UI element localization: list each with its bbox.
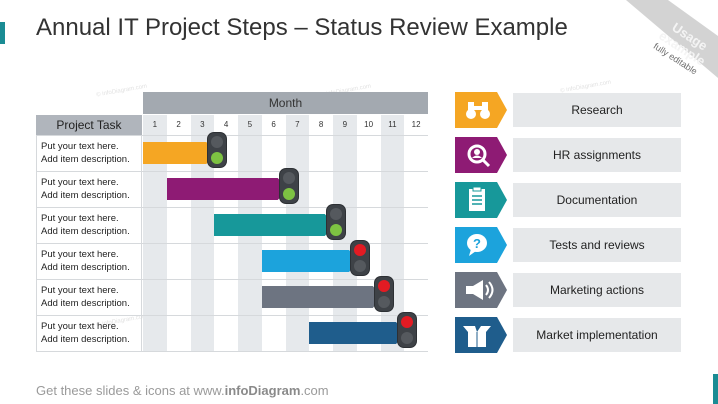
accent-tab-bottom (713, 374, 718, 404)
traffic-light-bottom-lamp (377, 296, 390, 308)
row-divider (36, 315, 428, 316)
task-label[interactable]: Put your text here.Add item description. (41, 321, 130, 346)
legend-item[interactable]: Documentation (455, 182, 681, 218)
traffic-light-top-lamp (330, 208, 342, 220)
gantt-bar[interactable] (261, 250, 359, 272)
task-text: Put your text here. (41, 141, 119, 152)
traffic-light (350, 241, 369, 275)
gantt-bar[interactable] (143, 142, 217, 164)
gantt-bar[interactable] (261, 286, 383, 308)
legend-label: Documentation (513, 183, 681, 217)
task-description: Add item description. (41, 297, 130, 309)
traffic-light (374, 277, 393, 311)
binoculars-icon (455, 92, 507, 128)
task-text: Put your text here. (41, 177, 119, 188)
row-divider (36, 171, 428, 172)
legend-item[interactable]: ? Tests and reviews (455, 227, 681, 263)
person-search-icon (455, 137, 507, 173)
task-text: Put your text here. (41, 213, 119, 224)
page-title: Annual IT Project Steps – Status Review … (36, 14, 568, 41)
month-header: Month (143, 92, 428, 114)
month-number: 3 (190, 115, 215, 135)
traffic-light-top-lamp (282, 172, 295, 184)
traffic-light-top-lamp (211, 136, 224, 148)
footer-prefix: Get these slides & icons at www. (36, 383, 225, 398)
task-label[interactable]: Put your text here.Add item description. (41, 213, 130, 238)
task-label[interactable]: Put your text here.Add item description. (41, 249, 130, 274)
traffic-light-bottom-lamp (282, 188, 295, 200)
traffic-light (208, 133, 227, 167)
traffic-light-bottom-lamp (353, 260, 366, 272)
task-header: Project Task (36, 115, 142, 135)
row-divider (36, 243, 428, 244)
traffic-light (327, 205, 345, 239)
legend-label: Marketing actions (513, 273, 681, 307)
task-text: Put your text here. (41, 249, 119, 260)
traffic-light-bottom-lamp (211, 152, 224, 164)
legend-item[interactable]: HR assignments (455, 137, 681, 173)
task-text: Put your text here. (41, 285, 119, 296)
month-number: 4 (214, 115, 238, 135)
traffic-light (398, 313, 417, 347)
traffic-light-bottom-lamp (330, 224, 342, 236)
task-description: Add item description. (41, 153, 130, 165)
task-text: Put your text here. (41, 321, 119, 332)
legend-item[interactable]: Market implementation (455, 317, 681, 353)
month-number: 11 (380, 115, 405, 135)
clipboard-icon (455, 182, 507, 218)
month-number: 8 (309, 115, 333, 135)
legend-item[interactable]: Marketing actions (455, 272, 681, 308)
legend-item[interactable]: Research (455, 92, 681, 128)
task-label[interactable]: Put your text here.Add item description. (41, 177, 130, 202)
month-number: 2 (166, 115, 191, 135)
month-number: 5 (238, 115, 262, 135)
legend-label: HR assignments (513, 138, 681, 172)
row-divider (36, 351, 428, 352)
month-number: 6 (261, 115, 286, 135)
task-description: Add item description. (41, 189, 130, 201)
traffic-light-top-lamp (377, 280, 390, 292)
row-divider (36, 207, 428, 208)
task-description: Add item description. (41, 333, 130, 345)
row-divider (36, 135, 428, 136)
month-number: 10 (356, 115, 381, 135)
month-number: 7 (285, 115, 310, 135)
gantt-bar[interactable] (214, 214, 335, 236)
traffic-light-bottom-lamp (401, 332, 414, 344)
legend-label: Tests and reviews (513, 228, 681, 262)
task-description: Add item description. (41, 225, 130, 237)
question-bubble-icon: ? (455, 227, 507, 263)
svg-text:?: ? (473, 236, 481, 251)
task-label[interactable]: Put your text here.Add item description. (41, 141, 130, 166)
footer-brand: infoDiagram (224, 383, 301, 398)
gantt-bar[interactable] (166, 178, 288, 200)
footer-suffix: .com (300, 383, 329, 398)
gantt-bar[interactable] (309, 322, 407, 344)
badge-band (626, 0, 718, 78)
month-number: 9 (333, 115, 357, 135)
traffic-light-top-lamp (401, 316, 414, 328)
task-label[interactable]: Put your text here.Add item description. (41, 285, 130, 310)
task-description: Add item description. (41, 261, 130, 273)
legend-label: Research (513, 93, 681, 127)
month-number: 1 (143, 115, 167, 135)
row-divider (36, 279, 428, 280)
usage-example-badge: Usage example fully editable (568, 0, 718, 80)
accent-tab-left (0, 22, 5, 44)
megaphone-icon (455, 272, 507, 308)
footer[interactable]: Get these slides & icons at www.infoDiag… (36, 383, 329, 398)
traffic-light (279, 169, 298, 203)
legend-label: Market implementation (513, 318, 681, 352)
month-number: 12 (404, 115, 428, 135)
box-icon (455, 317, 507, 353)
traffic-light-top-lamp (353, 244, 366, 256)
watermark: © infoDiagram.com (95, 83, 148, 99)
